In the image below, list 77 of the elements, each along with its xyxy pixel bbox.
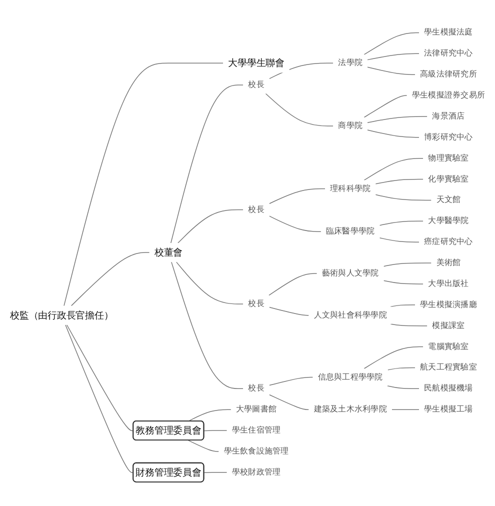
connector: [364, 158, 424, 181]
connector: [379, 237, 420, 242]
connector: [170, 84, 244, 244]
node-text: 模擬課室: [432, 320, 465, 330]
connector: [171, 262, 244, 389]
node-text: 物理實驗室: [428, 153, 469, 163]
node-text: 學生飲食設施管理: [224, 446, 289, 456]
node-text: 校董會: [154, 246, 182, 258]
connector: [383, 280, 424, 284]
connector: [364, 346, 424, 369]
connector: [70, 252, 150, 306]
connector: [269, 62, 334, 80]
node-text: 臨床醫學學院: [326, 226, 375, 236]
node-text: 美術館: [436, 258, 461, 268]
node-text: 藝術與人文學院: [322, 268, 379, 278]
node-text: 學生模擬工場: [424, 404, 473, 414]
node-text: 校長: [248, 384, 264, 394]
node-text: 校長: [248, 299, 264, 308]
node-text: 信息與工程學學院: [318, 372, 383, 382]
node-text: 商學院: [338, 121, 362, 130]
connector: [367, 130, 420, 138]
connector: [188, 440, 220, 452]
connector: [66, 324, 134, 432]
node-text: 學生模擬法庭: [424, 28, 473, 38]
node-text: 學生住宿管理: [232, 426, 281, 436]
node-text: 理科科學院: [330, 184, 371, 194]
node-text: 法學院: [338, 58, 362, 68]
connector: [375, 178, 424, 184]
connector: [269, 376, 314, 386]
connector: [392, 409, 420, 410]
node-text: 航天工程實驗室: [420, 362, 477, 372]
connector: [367, 53, 420, 60]
node-text: 學生模擬證券交易所: [412, 90, 485, 100]
node-text: 化學實驗室: [428, 174, 469, 184]
connector: [379, 220, 424, 226]
connector: [188, 409, 232, 422]
connector: [367, 66, 416, 75]
connector: [364, 32, 420, 55]
connector: [178, 209, 244, 244]
connector: [269, 306, 310, 316]
connector: [204, 472, 228, 474]
connector: [268, 273, 318, 296]
node-text: 建築及土木水利學院: [314, 404, 387, 414]
node-text: 校長: [248, 204, 264, 214]
node-text: 學校財政管理: [232, 468, 281, 477]
node-text: 天文館: [436, 195, 461, 205]
node-text: 學生模擬演播廳: [420, 300, 477, 310]
connector: [64, 62, 224, 306]
node-text: 校長: [248, 80, 264, 90]
connector: [386, 385, 420, 389]
connector: [269, 216, 322, 232]
connector: [375, 194, 432, 201]
node-text: 大學學生聯會: [228, 57, 284, 69]
connector: [269, 394, 310, 410]
connector: [390, 324, 428, 326]
connector: [65, 324, 134, 474]
node-text: 民航模擬機場: [424, 384, 473, 394]
connector: [387, 367, 416, 370]
connector: [383, 262, 432, 267]
node-text: 海景酒店: [432, 112, 465, 121]
node-text: 大學圖書館: [236, 404, 277, 414]
node-text: 高級法律研究所: [420, 70, 477, 80]
node-text: 人文與社會科學學院: [314, 310, 387, 320]
node-text: 博彩研究中心: [424, 132, 473, 142]
node-text: 癌症研究中心: [424, 237, 473, 247]
node-text: 校監（由行政長官擔任）: [10, 310, 114, 321]
connector: [204, 430, 228, 432]
node-text: 大學出版社: [428, 279, 469, 288]
connector: [269, 188, 326, 204]
node-text: 電腦實驗室: [428, 342, 469, 352]
node-text: 大學醫學院: [428, 216, 469, 226]
connector: [265, 93, 334, 126]
connector: [390, 304, 416, 308]
node-text: 法律研究中心: [424, 48, 473, 58]
connector: [364, 95, 408, 118]
connector: [176, 262, 244, 304]
connector: [367, 116, 428, 123]
